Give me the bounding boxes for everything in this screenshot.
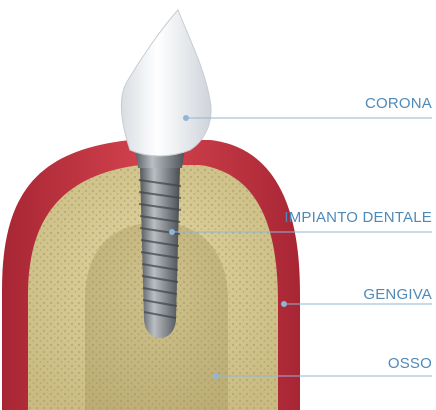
label-implant: IMPIANTO DENTALE: [284, 210, 432, 225]
label-bone: OSSO: [388, 356, 432, 371]
leader-dot-implant: [170, 230, 175, 235]
leader-dot-gum: [282, 302, 287, 307]
tooth-crown-icon: [121, 10, 211, 156]
leader-dot-bone: [214, 374, 219, 379]
label-corona: CORONA: [365, 96, 432, 111]
leader-dot-corona: [184, 116, 189, 121]
label-gum: GENGIVA: [363, 287, 432, 302]
